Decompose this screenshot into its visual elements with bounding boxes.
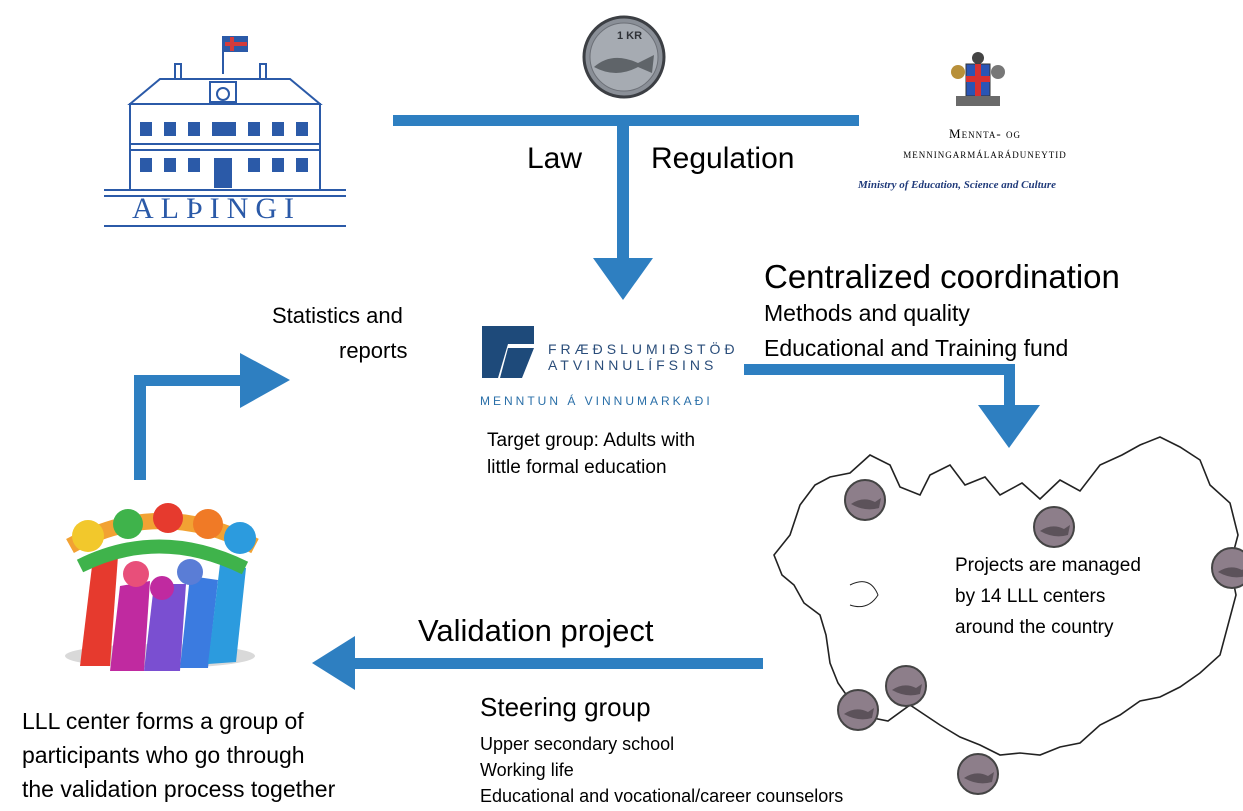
coin-icon: [837, 689, 879, 731]
frae-tagline: MENNTUN Á VINNUMARKAÐI: [480, 394, 713, 408]
steering-item: Educational and vocational/career counse…: [480, 786, 844, 806]
althingi-building-icon: [104, 36, 346, 227]
group-of-people-icon: [65, 503, 259, 671]
frae-name-line1: FRÆÐSLUMIÐSTÖÐ: [548, 341, 739, 357]
ministry-name-line1: Mennta- og: [949, 126, 1021, 141]
frae-name-line2: ATVINNULÍFSINS: [548, 357, 718, 373]
ministry-name-line2: menningarmálaráduneytid: [903, 146, 1067, 161]
coin-icon: [1033, 506, 1075, 548]
steering-title: Steering group: [480, 692, 651, 722]
coin-icon: [582, 15, 666, 99]
projects-text: Projects are managed: [955, 555, 1141, 576]
coin-icon: [1211, 547, 1243, 589]
ministry-english-name: Ministry of Education, Science and Cultu…: [858, 179, 1057, 191]
validation-title: Validation project: [418, 613, 654, 648]
steering-item: Upper secondary school: [480, 734, 675, 754]
centralized-title: Centralized coordination: [764, 258, 1120, 295]
coin-denomination: 1 KR: [617, 30, 643, 42]
statistics-label: Statistics and: [272, 303, 403, 328]
lll-text: participants who go through: [22, 742, 305, 768]
target-group-text: little formal education: [487, 457, 667, 478]
projects-text: by 14 LLL centers: [955, 586, 1106, 607]
frae-logo-icon: [482, 326, 534, 378]
law-label: Law: [527, 142, 583, 175]
centralized-item: Methods and quality: [764, 300, 970, 326]
regulation-label: Regulation: [651, 142, 795, 175]
target-group-text: Target group: Adults with: [487, 430, 696, 451]
lll-text: LLL center forms a group of: [22, 708, 304, 734]
centralized-item: Educational and Training fund: [764, 335, 1069, 361]
coin-icon: [885, 665, 927, 707]
steering-item: Working life: [480, 760, 574, 780]
althingi-logo-text: ALÞINGI: [132, 192, 301, 225]
coin-icon: [957, 753, 999, 795]
statistics-label: reports: [339, 338, 408, 363]
projects-text: around the country: [955, 617, 1114, 638]
coat-of-arms-icon: [951, 52, 1005, 106]
coin-icon: [844, 479, 886, 521]
lll-text: the validation process together: [22, 776, 336, 802]
